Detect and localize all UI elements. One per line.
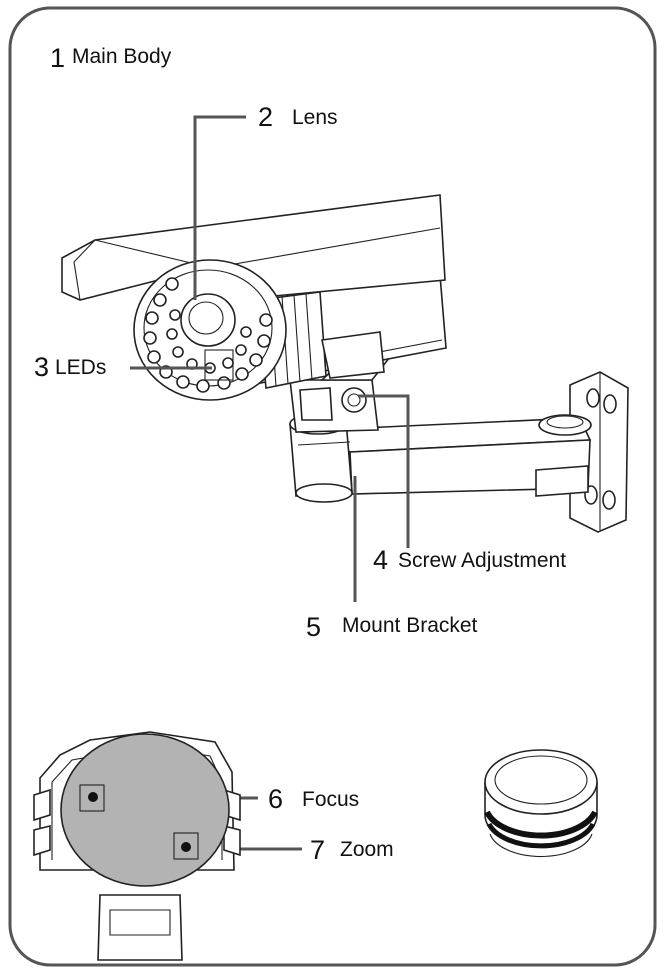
label-mount-bracket-number: 5 xyxy=(306,612,321,642)
label-mount-bracket-text: Mount Bracket xyxy=(342,614,478,637)
label-focus-text: Focus xyxy=(302,788,359,811)
zoom-screw-icon xyxy=(181,842,191,852)
label-zoom: 7 Zoom xyxy=(310,835,394,865)
label-lens-number: 2 xyxy=(258,102,273,132)
bracket-arm xyxy=(315,414,592,497)
rear-view xyxy=(33,731,241,961)
label-main-body-text: Main Body xyxy=(72,45,172,68)
label-leds: 3 LEDs xyxy=(34,352,106,382)
front-face xyxy=(133,259,287,401)
label-focus: 6 Focus xyxy=(268,784,359,814)
label-lens-text: Lens xyxy=(292,106,338,129)
label-zoom-number: 7 xyxy=(310,835,325,865)
label-main-body-number: 1 xyxy=(50,43,65,73)
label-screw-adjustment-text: Screw Adjustment xyxy=(398,549,566,572)
focus-screw-icon xyxy=(88,792,98,802)
diagram-frame xyxy=(8,6,657,967)
label-zoom-text: Zoom xyxy=(340,838,394,861)
label-lens: 2 Lens xyxy=(258,102,338,132)
label-mount-bracket: 5 Mount Bracket xyxy=(306,612,478,642)
leader-screw xyxy=(358,394,410,548)
label-leds-number: 3 xyxy=(34,352,49,382)
label-screw-adjustment: 4 Screw Adjustment xyxy=(373,545,566,575)
label-main-body: 1 Main Body xyxy=(50,43,172,73)
label-focus-number: 6 xyxy=(268,784,283,814)
label-leds-text: LEDs xyxy=(55,356,106,379)
rear-cap xyxy=(484,749,598,858)
rear-cover-plate xyxy=(60,733,230,887)
label-screw-adjustment-number: 4 xyxy=(373,545,388,575)
camera-illustration xyxy=(61,194,629,533)
leader-lens xyxy=(193,115,246,300)
lens-icon xyxy=(180,293,236,347)
